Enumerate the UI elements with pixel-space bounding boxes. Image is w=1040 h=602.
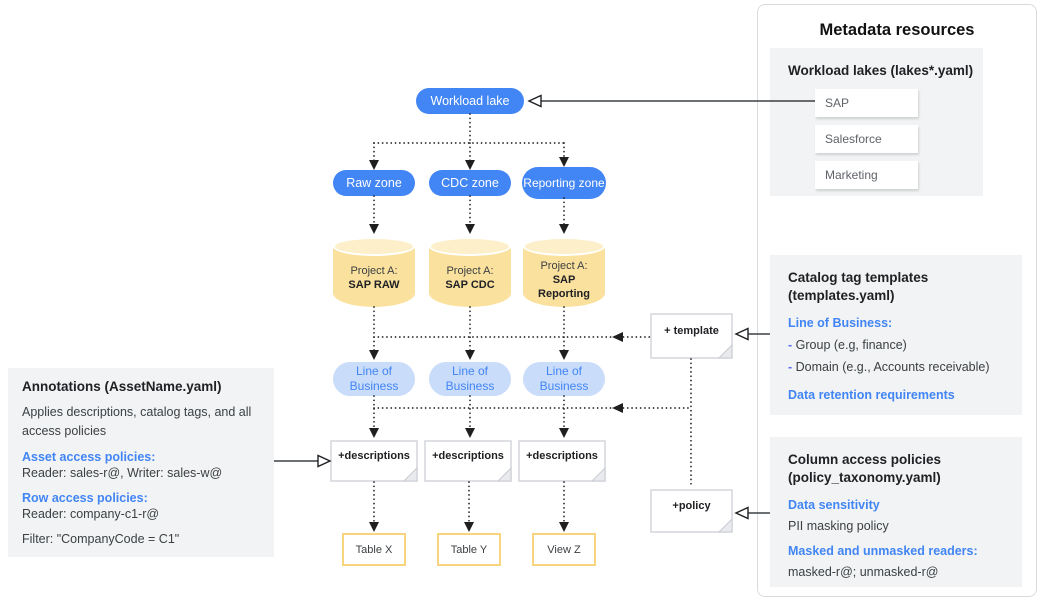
descriptions-note: +descriptions	[424, 440, 512, 482]
lake-item-label: Salesforce	[825, 132, 882, 146]
descriptions-label: +descriptions	[338, 450, 410, 462]
template-label: + template	[664, 325, 719, 337]
masked-readers-heading: Masked and unmasked readers:	[788, 544, 978, 558]
cylinder-top	[523, 237, 605, 256]
project-cylinder-sap-cdc: Project A: SAP CDC	[429, 237, 511, 307]
bullet-dash: -	[788, 338, 793, 352]
catalog-tag-templates-section: Catalog tag templates (templates.yaml) L…	[770, 255, 1022, 415]
raw-zone-label: Raw zone	[346, 176, 402, 190]
project-name: SAP Reporting	[538, 274, 590, 300]
pii-masking-line: PII masking policy	[788, 519, 889, 533]
workload-lakes-title: Workload lakes (lakes*.yaml)	[788, 63, 974, 78]
line-of-business-node: Line of Business	[429, 362, 511, 396]
view-z-label: View Z	[547, 543, 581, 556]
bullet-group: Group (e.g, finance)	[795, 338, 907, 352]
line-of-business-node: Line of Business	[333, 362, 415, 396]
project-prefix: Project A:	[350, 265, 398, 277]
annotations-panel: Annotations (AssetName.yaml) Applies des…	[8, 368, 274, 557]
descriptions-note: +descriptions	[518, 440, 606, 482]
line-of-business-label: Line of Business	[349, 364, 399, 393]
view-z-node: View Z	[532, 533, 596, 566]
asset-access-line: Reader: sales-r@, Writer: sales-w@	[22, 466, 223, 480]
column-access-policies-section: Column access policies (policy_taxonomy.…	[770, 437, 1022, 587]
filter-line: Filter: "CompanyCode = C1"	[22, 532, 180, 546]
cylinder-body	[429, 246, 511, 307]
descriptions-label: +descriptions	[526, 450, 598, 462]
data-retention-heading: Data retention requirements	[788, 388, 955, 402]
raw-zone-node: Raw zone	[333, 170, 415, 196]
descriptions-label: +descriptions	[432, 450, 504, 462]
workload-lake-node: Workload lake	[416, 88, 524, 114]
project-name: SAP CDC	[445, 279, 495, 291]
project-cylinder-sap-raw: Project A: SAP RAW	[333, 237, 415, 307]
template-note: + template	[650, 313, 733, 359]
lake-item-marketing: Marketing	[815, 161, 918, 189]
cylinder-top	[333, 237, 415, 256]
policy-note: +policy	[650, 489, 733, 533]
catalog-tags-title: Catalog tag templates (templates.yaml)	[788, 270, 929, 303]
annotations-panel-body: Applies descriptions, catalog tags, and …	[22, 405, 252, 438]
column-policies-title: Column access policies (policy_taxonomy.…	[788, 452, 942, 485]
bullet-dash: -	[788, 360, 793, 374]
table-x-node: Table X	[342, 533, 406, 566]
bullet-domain: Domain (e.g., Accounts receivable)	[795, 360, 990, 374]
project-cylinder-sap-reporting: Project A: SAP Reporting	[523, 237, 605, 307]
workload-lake-label: Workload lake	[430, 94, 510, 108]
table-y-label: Table Y	[450, 543, 488, 556]
cylinder-body	[333, 246, 415, 307]
line-of-business-label: Line of Business	[539, 364, 589, 393]
reporting-zone-node: Reporting zone	[522, 167, 606, 199]
policy-label: +policy	[672, 500, 711, 512]
row-access-heading: Row access policies:	[22, 491, 148, 505]
data-sensitivity-heading: Data sensitivity	[788, 498, 880, 512]
table-x-label: Table X	[355, 543, 393, 556]
annotations-panel-title: Annotations (AssetName.yaml)	[22, 379, 222, 394]
metadata-panel-title: Metadata resources	[819, 21, 975, 39]
lake-item-label: SAP	[825, 96, 850, 110]
row-access-line: Reader: company-c1-r@	[22, 507, 160, 521]
cdc-zone-node: CDC zone	[429, 170, 511, 196]
line-of-business-heading: Line of Business:	[788, 316, 893, 330]
lake-item-salesforce: Salesforce	[815, 125, 918, 153]
cdc-zone-label: CDC zone	[441, 176, 499, 190]
descriptions-note: +descriptions	[330, 440, 418, 482]
line-of-business-node: Line of Business	[523, 362, 605, 396]
cylinder-body	[523, 246, 605, 307]
project-prefix: Project A:	[540, 260, 588, 272]
masked-readers-line: masked-r@; unmasked-r@	[788, 565, 939, 579]
workload-lakes-section: Workload lakes (lakes*.yaml) SAP Salesfo…	[770, 48, 983, 196]
table-y-node: Table Y	[437, 533, 501, 566]
lake-item-sap: SAP	[815, 89, 918, 117]
reporting-zone-label: Reporting zone	[523, 176, 605, 190]
project-prefix: Project A:	[446, 265, 494, 277]
line-of-business-label: Line of Business	[445, 364, 495, 393]
cylinder-top	[429, 237, 511, 256]
asset-access-heading: Asset access policies:	[22, 450, 156, 464]
lake-item-label: Marketing	[825, 168, 878, 182]
project-name: SAP RAW	[348, 279, 400, 291]
